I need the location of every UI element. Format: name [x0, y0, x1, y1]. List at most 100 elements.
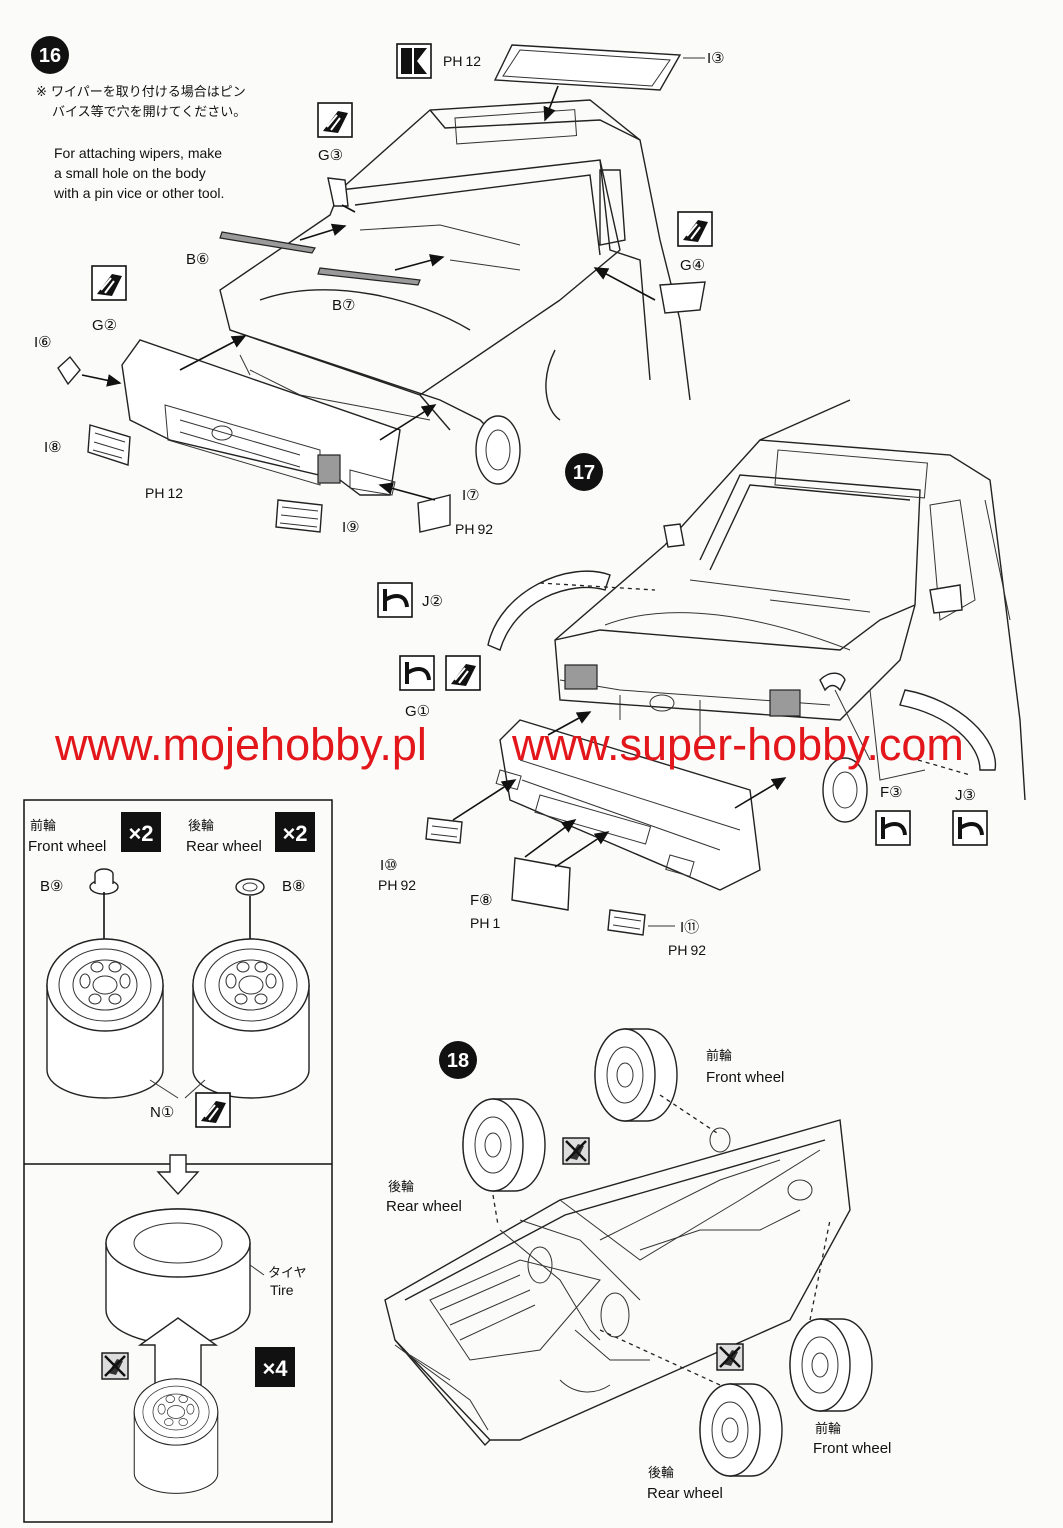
front-rim-part [46, 938, 164, 1099]
s18-front-jp-1: 前輪 [706, 1048, 732, 1064]
step-17-badge [565, 453, 603, 491]
no-glue-icon [561, 1136, 591, 1166]
s18-front-jp-2: 前輪 [815, 1421, 841, 1437]
flare-j3-label: J③ [955, 787, 976, 804]
s18-rear-en-1: Rear wheel [386, 1198, 462, 1215]
wiper-1-label: B⑥ [186, 251, 209, 268]
front-bumper-part-17 [495, 711, 787, 891]
lamp-i11-part [607, 909, 646, 936]
cut-flash-icon [376, 581, 414, 619]
sunroof-part [493, 44, 705, 122]
s18-front-en-1: Front wheel [706, 1069, 784, 1086]
signal-label: I⑦ [462, 487, 480, 504]
cement-glue-icon [445, 655, 481, 691]
no-glue-icon [100, 1351, 130, 1381]
step-17-number: 17 [573, 462, 595, 484]
cement-glue-icon [677, 211, 713, 247]
mirror-right-label: G④ [680, 257, 705, 274]
front-wheel-jp: 前輪 [30, 818, 56, 834]
front-wheel-bottom [789, 1318, 873, 1412]
s18-rear-en-2: Rear wheel [647, 1485, 723, 1502]
chassis-underside [384, 1119, 851, 1447]
tire-part [105, 1208, 251, 1345]
front-wheel-en: Front wheel [28, 838, 106, 855]
front-mult: ×2 [128, 821, 153, 846]
s18-front-en-2: Front wheel [813, 1440, 891, 1457]
tire-jp: タイヤ [268, 1266, 307, 1281]
mirror-left-label: G③ [318, 147, 343, 164]
rim-label: N① [150, 1104, 174, 1121]
note-jp-line-1: ※ ワイパーを取り付ける場合はピン [36, 85, 246, 100]
rear-rim-part [192, 938, 310, 1099]
note-jp-line-2: バイス等で穴を開けてください。 [52, 104, 246, 120]
front-wheel-top [594, 1028, 678, 1122]
lamp-left-part [87, 424, 131, 466]
marker-label: I⑥ [34, 334, 52, 351]
plate-part [511, 857, 571, 911]
lamp-center-label: I⑨ [342, 519, 360, 536]
paint-icon [396, 43, 432, 79]
step-16: 16 ※ ワイパーを取り付ける場合はピン バイス等で穴を開けてください。 For… [31, 36, 725, 537]
rim-small-part [133, 1378, 219, 1494]
rear-wheel-jp: 後輪 [188, 818, 214, 834]
plate-label: F⑧ [470, 892, 493, 909]
rear-wheel-bottom [699, 1383, 783, 1477]
lamp-i10-label: I⑩ [380, 857, 398, 874]
arrow-up-icon [137, 1317, 219, 1386]
cement-glue-icon [317, 102, 353, 138]
lamp-i10-part [425, 817, 463, 844]
mirror-right-part [659, 281, 706, 314]
marker-part [57, 355, 81, 386]
cement-glue-icon [91, 265, 127, 301]
rear-wheel-en: Rear wheel [186, 838, 262, 855]
front-mult-badge [121, 812, 161, 852]
rear-cap-label: B⑧ [282, 878, 305, 895]
cut-flash-icon [398, 654, 436, 692]
step-16-badge [31, 36, 69, 74]
cement-glue-icon [195, 1092, 231, 1128]
no-glue-icon [715, 1342, 745, 1372]
lamp-i11-label: I⑪ [680, 919, 699, 936]
step-17: 17 J② [376, 399, 1026, 958]
mirror-left-part [327, 177, 349, 207]
flare-left-label: J② [422, 593, 443, 610]
tire-en: Tire [270, 1282, 294, 1298]
flare-right-rear-part [899, 689, 997, 771]
flare-f3-label: F③ [880, 784, 903, 801]
truck-body-step17 [554, 399, 1026, 823]
flare-left-part [487, 570, 611, 651]
step-18-number: 18 [447, 1050, 469, 1072]
wiper-1-part [219, 231, 316, 254]
arrow-down-icon [156, 1154, 200, 1196]
bumper-g1-label: G① [405, 703, 430, 720]
front-bumper-grille-part [121, 335, 437, 496]
wiper-2-part [317, 267, 421, 286]
s18-rear-jp-1: 後輪 [388, 1179, 414, 1195]
cut-flash-icon [874, 809, 912, 847]
front-cap-label: B⑨ [40, 878, 63, 895]
note-en-line-3: with a pin vice or other tool. [53, 185, 224, 201]
step-18: 18 前輪 Front wheel 後 [384, 1028, 891, 1502]
watermark-right: www.super-hobby.com [511, 719, 964, 770]
lamp-left-label: I⑧ [44, 439, 62, 456]
bumper-label: G② [92, 317, 117, 334]
rear-mult: ×2 [282, 821, 307, 846]
note-en-line-2: a small hole on the body [54, 165, 206, 181]
cut-flash-icon [951, 809, 989, 847]
note-en-line-1: For attaching wipers, make [54, 145, 222, 161]
step-16-number: 16 [39, 45, 61, 67]
s18-rear-jp-2: 後輪 [648, 1465, 674, 1481]
rear-mult-badge [275, 812, 315, 852]
tire-mult: ×4 [262, 1356, 288, 1381]
mirror-stay-part [819, 672, 846, 692]
tire-mult-badge [255, 1347, 295, 1387]
rear-wheel-top [462, 1098, 546, 1192]
wheel-assembly-panel: 前輪 Front wheel ×2 後輪 Rear wheel ×2 B⑨ B⑧… [23, 799, 333, 1523]
wiper-2-label: B⑦ [332, 297, 355, 314]
